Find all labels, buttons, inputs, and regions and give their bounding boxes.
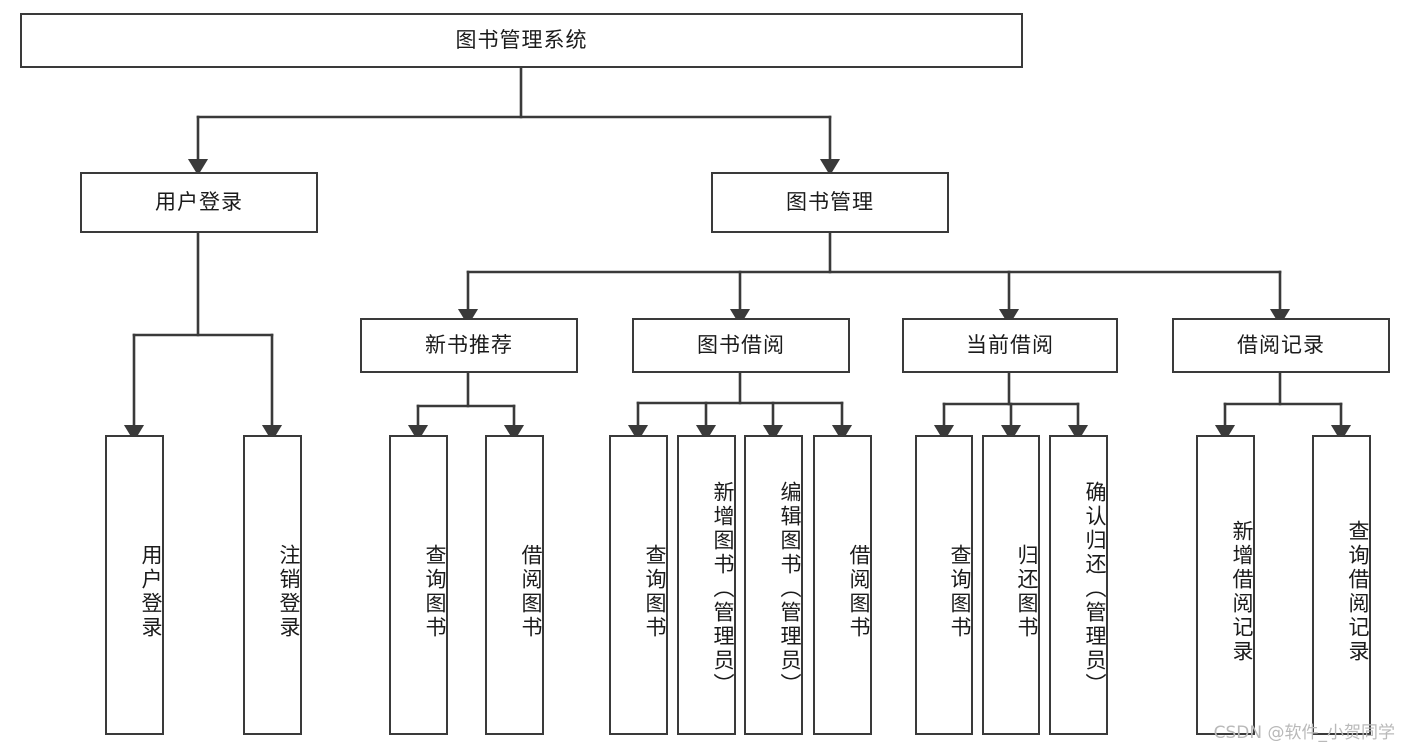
leaf-borrow-record-add-record[interactable]: 新增借阅记录 [1196,435,1255,735]
leaf-new-book-query-book[interactable]: 查询图书 [389,435,448,735]
leaf-user-login-logout[interactable]: 注销登录 [243,435,302,735]
node-book-management[interactable]: 图书管理 [711,172,949,233]
leaf-current-borrow-query-book[interactable]: 查询图书 [915,435,973,735]
leaf-current-borrow-return-book[interactable]: 归还图书 [982,435,1040,735]
leaf-borrow-record-query-record[interactable]: 查询借阅记录 [1312,435,1371,735]
leaf-new-book-borrow-book[interactable]: 借阅图书 [485,435,544,735]
node-user-login[interactable]: 用户登录 [80,172,318,233]
node-borrow-record[interactable]: 借阅记录 [1172,318,1390,373]
node-root-system[interactable]: 图书管理系统 [20,13,1023,68]
node-current-borrow[interactable]: 当前借阅 [902,318,1118,373]
leaf-book-borrow-edit-book-admin[interactable]: 编辑图书（管理员） [744,435,803,735]
leaf-book-borrow-borrow-book[interactable]: 借阅图书 [813,435,872,735]
leaf-book-borrow-query-book[interactable]: 查询图书 [609,435,668,735]
node-book-borrow[interactable]: 图书借阅 [632,318,850,373]
leaf-book-borrow-add-book-admin[interactable]: 新增图书（管理员） [677,435,736,735]
leaf-current-borrow-confirm-return-admin[interactable]: 确认归还（管理员） [1049,435,1108,735]
node-new-book-recommend[interactable]: 新书推荐 [360,318,578,373]
leaf-user-login-login[interactable]: 用户登录 [105,435,164,735]
